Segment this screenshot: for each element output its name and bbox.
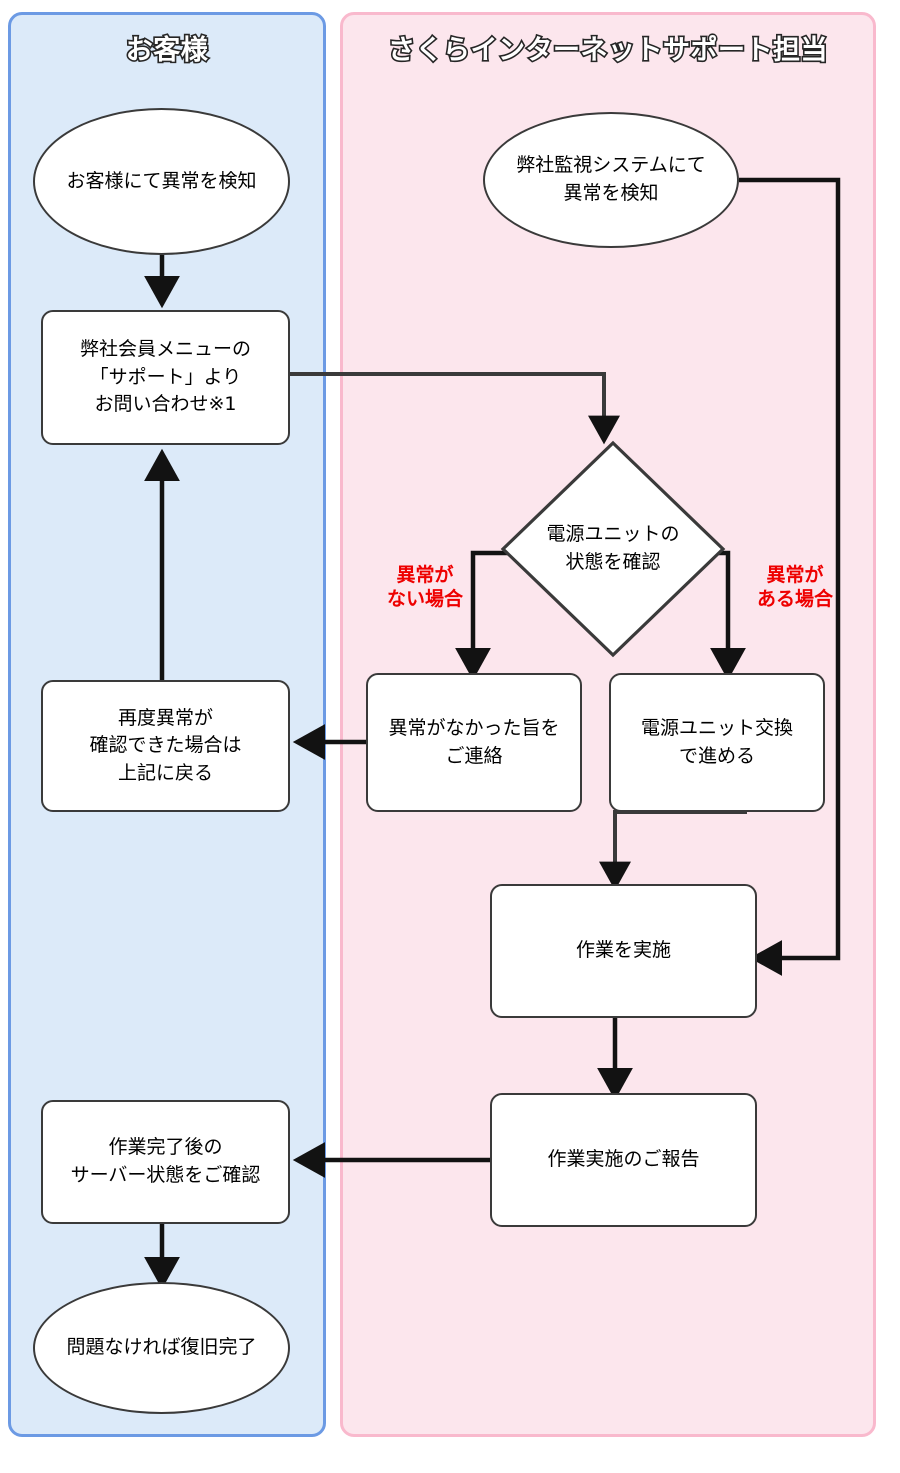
edge-label-has-anomaly: 異常が ある場合: [756, 564, 833, 610]
diamond-shape-icon: [500, 440, 726, 658]
node-check-server[interactable]: 作業完了後の サーバー状態をご確認: [41, 1100, 290, 1224]
swimlane-title-customer: お客様: [124, 34, 209, 67]
node-no-anomaly-report[interactable]: 異常がなかった旨を ご連絡: [366, 673, 582, 812]
node-psu-replace[interactable]: 電源ユニット交換 で進める: [609, 673, 825, 812]
node-customer-detect[interactable]: お客様にて異常を検知: [33, 108, 290, 255]
node-decision-psu-label: 電源ユニットの 状態を確認: [546, 523, 680, 573]
node-do-work[interactable]: 作業を実施: [490, 884, 757, 1018]
edge-label-no-anomaly: 異常が ない場合: [386, 564, 463, 610]
node-decision-psu[interactable]: 電源ユニットの 状態を確認: [500, 440, 726, 658]
node-member-menu[interactable]: 弊社会員メニューの 「サポート」より お問い合わせ※1: [41, 310, 290, 445]
node-retry-back[interactable]: 再度異常が 確認できた場合は 上記に戻る: [41, 680, 290, 812]
swimlane-title-support: さくらインターネットサポート担当: [386, 34, 829, 67]
node-recovery-done[interactable]: 問題なければ復旧完了: [33, 1282, 290, 1414]
node-work-report[interactable]: 作業実施のご報告: [490, 1093, 757, 1227]
node-monitor-detect[interactable]: 弊社監視システムにて 異常を検知: [483, 112, 739, 248]
